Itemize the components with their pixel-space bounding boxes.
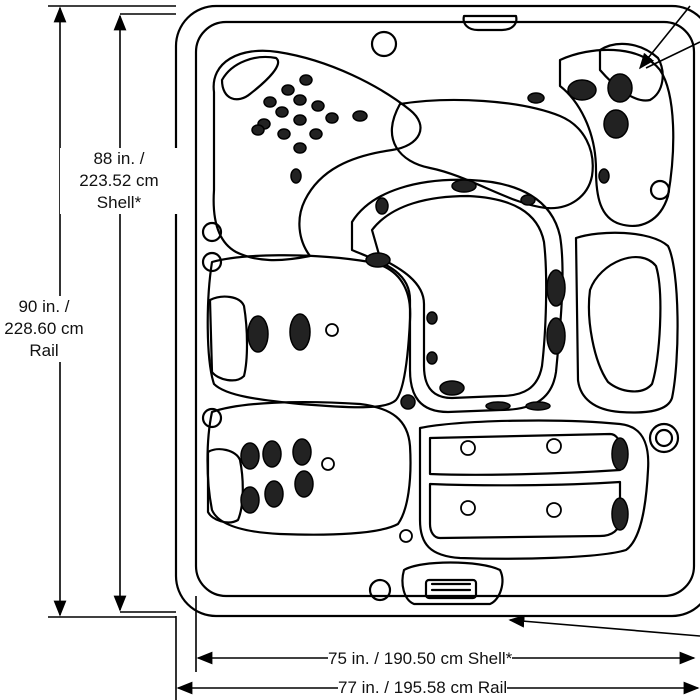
top-left-lounge: [212, 49, 422, 262]
rail-height-line2: 228.60 cm: [4, 319, 84, 338]
rail-outline: [174, 4, 700, 618]
rail-height-line3: Rail: [29, 341, 59, 360]
bottom-bench: [418, 419, 650, 560]
pointer-arrow-bottom: [508, 614, 700, 637]
control-knob: [648, 422, 680, 454]
top-left-pillow: [220, 55, 280, 101]
rail-width-label: 77 in. / 195.58 cm Rail: [338, 677, 508, 699]
rail-height-line1: 90 in. /: [18, 297, 70, 316]
shell-height-line3: Shell*: [96, 193, 142, 212]
left-valve-2: [201, 251, 223, 273]
left-lower-seat: [206, 400, 412, 536]
footwell: [350, 178, 564, 414]
jets: [240, 73, 633, 531]
right-lounge-inner: [587, 255, 662, 393]
cup-holder-right: [649, 179, 671, 201]
shell-height-line2: 223.52 cm: [79, 171, 159, 190]
top-filter: [462, 14, 518, 32]
shell-width-label: 75 in. / 190.50 cm Shell*: [328, 648, 513, 670]
bottom-filter: [401, 561, 504, 606]
bench-seat-front: [428, 480, 622, 540]
shell-height-label: 88 in. / 223.52 cm Shell*: [60, 148, 178, 214]
shell-height-line1: 88 in. /: [93, 149, 145, 168]
cup-holder-bottom: [368, 578, 392, 602]
shell-outline: [194, 20, 696, 598]
left-middle-armrest: [208, 295, 249, 382]
filter-grate: [424, 578, 478, 600]
footwell-inner: [370, 194, 548, 400]
cup-holder-top: [370, 30, 398, 58]
right-lounge: [574, 231, 679, 414]
left-valve-3: [201, 407, 223, 429]
top-ridge: [390, 98, 594, 210]
rail-height-label: 90 in. / 228.60 cm Rail: [0, 296, 88, 362]
left-valve-1: [201, 221, 223, 243]
left-middle-seat: [206, 254, 412, 409]
pointer-arrow-top: [638, 5, 691, 70]
bench-seat-back: [428, 432, 622, 476]
